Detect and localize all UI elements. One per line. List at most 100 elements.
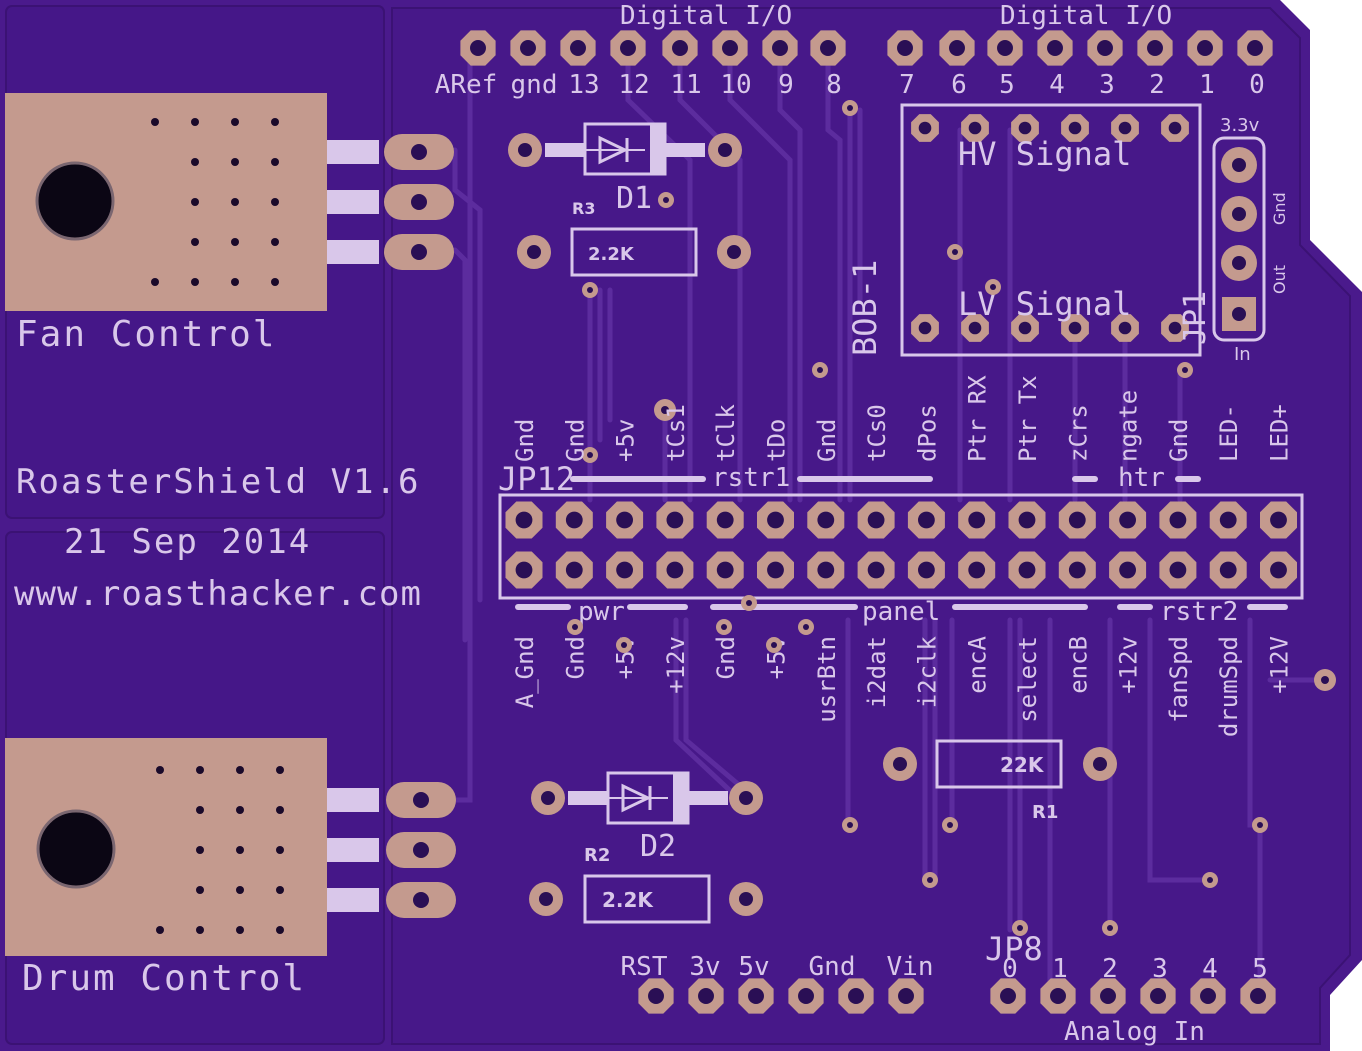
jp12-pad-top	[555, 501, 593, 539]
power-pin-pad	[888, 978, 924, 1014]
jp12-pad-bottom	[1260, 551, 1297, 589]
group-htr: htr	[1118, 463, 1165, 493]
drum-pads	[386, 782, 456, 918]
analog-pin-label: 2	[1102, 954, 1118, 984]
jp12-bottom-pin-label: A_Gnd	[511, 636, 539, 708]
jp12-bottom-pin-label: encB	[1064, 636, 1092, 694]
analog-pin-label: 1	[1052, 954, 1068, 984]
power-pin-label: 5v	[738, 952, 769, 982]
shield-url: www.roasthacker.com	[14, 574, 422, 614]
digital-pin-pad	[887, 30, 923, 66]
analog-pin-label: 5	[1252, 954, 1268, 984]
jp12-pad-bottom	[1008, 551, 1046, 589]
digital-pin-label: 13	[568, 70, 599, 100]
jp12-top-pin-label: LED-	[1215, 404, 1243, 462]
power-pin-label: RST	[621, 952, 668, 982]
jp12-pad-bottom	[907, 551, 945, 589]
diode-d1	[508, 122, 742, 176]
jp1-in-label: In	[1234, 344, 1251, 365]
bob-hv-pad	[1061, 114, 1089, 142]
jp12-pad-top	[757, 501, 794, 539]
drum-vent-dots	[156, 766, 284, 934]
jp12-bottom-pin-label: Gnd	[712, 636, 740, 679]
bob-1-label: BOB-1	[846, 260, 884, 356]
vias	[567, 595, 1336, 936]
digital-pin-label: ARef	[435, 70, 498, 100]
jp12-pad-top	[958, 501, 996, 539]
digital-pin-label: gnd	[511, 70, 558, 100]
bob-lv-pad	[1011, 314, 1039, 342]
jp12-pad-bottom	[555, 551, 593, 589]
digital-pin-pad	[1087, 30, 1123, 66]
digital-pin-label: 7	[899, 70, 915, 100]
drum-mount-hole	[36, 809, 116, 889]
jp12-bottom-pin-label: drumSpd	[1215, 636, 1243, 737]
digital-pin-label: 8	[826, 70, 842, 100]
digital-pin-label: 2	[1149, 70, 1165, 100]
jp12-ref: JP12	[498, 460, 575, 498]
jp12-bottom-pin-label: usrBtn	[813, 636, 841, 723]
digital-pin-pad	[1187, 30, 1223, 66]
bob-hv-pad	[911, 114, 939, 142]
jp12-pad-bottom	[1109, 551, 1147, 589]
d2-label: D2	[640, 829, 676, 864]
jp12-bottom-pin-label: +12v	[662, 636, 690, 694]
power-pin-label: Gnd	[809, 952, 856, 982]
r3-ref: R3	[572, 199, 595, 218]
jp1-out-label: Out	[1270, 265, 1289, 294]
digital-pin-label: 10	[720, 70, 751, 100]
analog-pin-pad	[1090, 978, 1126, 1014]
digital-pin-label: 1	[1199, 70, 1215, 100]
digital-pin-pad	[712, 30, 748, 66]
analog-pin-pad	[1140, 978, 1176, 1014]
digital-io-title-left: Digital I/O	[620, 1, 792, 31]
jp12-pad-bottom	[505, 551, 543, 589]
fan-vent-dots	[151, 118, 279, 286]
jp12-pad-bottom	[606, 551, 644, 589]
jp12-pad-top	[606, 501, 644, 539]
jp12-top-pin-label: Ptr Tx	[1014, 375, 1042, 462]
d1-label: D1	[616, 181, 652, 216]
jp12-top-pin-label: Ptr RX	[964, 375, 992, 462]
jp12-pad-bottom	[757, 551, 794, 589]
jp12-bottom-pin-label: +12v	[1115, 636, 1143, 694]
bob-lv-pad	[1111, 314, 1139, 342]
jp12-pad-bottom	[1209, 551, 1247, 589]
digital-pin-pad	[610, 30, 646, 66]
bob-lv-pad	[1161, 314, 1189, 342]
digital-pin-pad	[510, 30, 546, 66]
jp1-gnd-label: Gnd	[1270, 192, 1289, 225]
jp12-top-pin-label: tClk	[712, 404, 740, 462]
jp12-pad-top	[706, 501, 744, 539]
analog-pin-pad	[1190, 978, 1226, 1014]
jp12-pad-bottom	[807, 551, 845, 589]
jp1-header	[1212, 136, 1266, 342]
jp12-bottom-pin-label: select	[1014, 636, 1042, 723]
jp12-pad-top	[1159, 501, 1197, 539]
resistor-r1	[883, 739, 1117, 789]
jp1-3v3-label: 3.3v	[1220, 115, 1260, 136]
jp12-top-pin-label: tDo	[763, 419, 791, 462]
bob-hv-pad	[1161, 114, 1189, 142]
bob-hv-pad	[961, 114, 989, 142]
jp12-top-pin-label: ngate	[1115, 390, 1143, 462]
digital-pin-pad	[560, 30, 596, 66]
group-rstr2: rstr2	[1160, 597, 1238, 627]
drum-leads	[327, 788, 379, 912]
digital-pin-pad	[762, 30, 798, 66]
jp12-top-pin-label: dPos	[913, 404, 941, 462]
analog-in-title: Analog In	[1064, 1017, 1205, 1047]
jp12-top-pin-label: Gnd	[813, 419, 841, 462]
digital-pin-label: 3	[1099, 70, 1115, 100]
power-pin-pad	[788, 978, 824, 1014]
power-pin-label: 3v	[689, 952, 720, 982]
fan-control-label: Fan Control	[16, 314, 276, 355]
digital-pin-label: 5	[999, 70, 1015, 100]
bob-hv-pad	[1011, 114, 1039, 142]
jp12-top-pin-label: tCs1	[662, 404, 690, 462]
diode-d2	[531, 771, 763, 825]
resistor-r3	[517, 227, 751, 277]
